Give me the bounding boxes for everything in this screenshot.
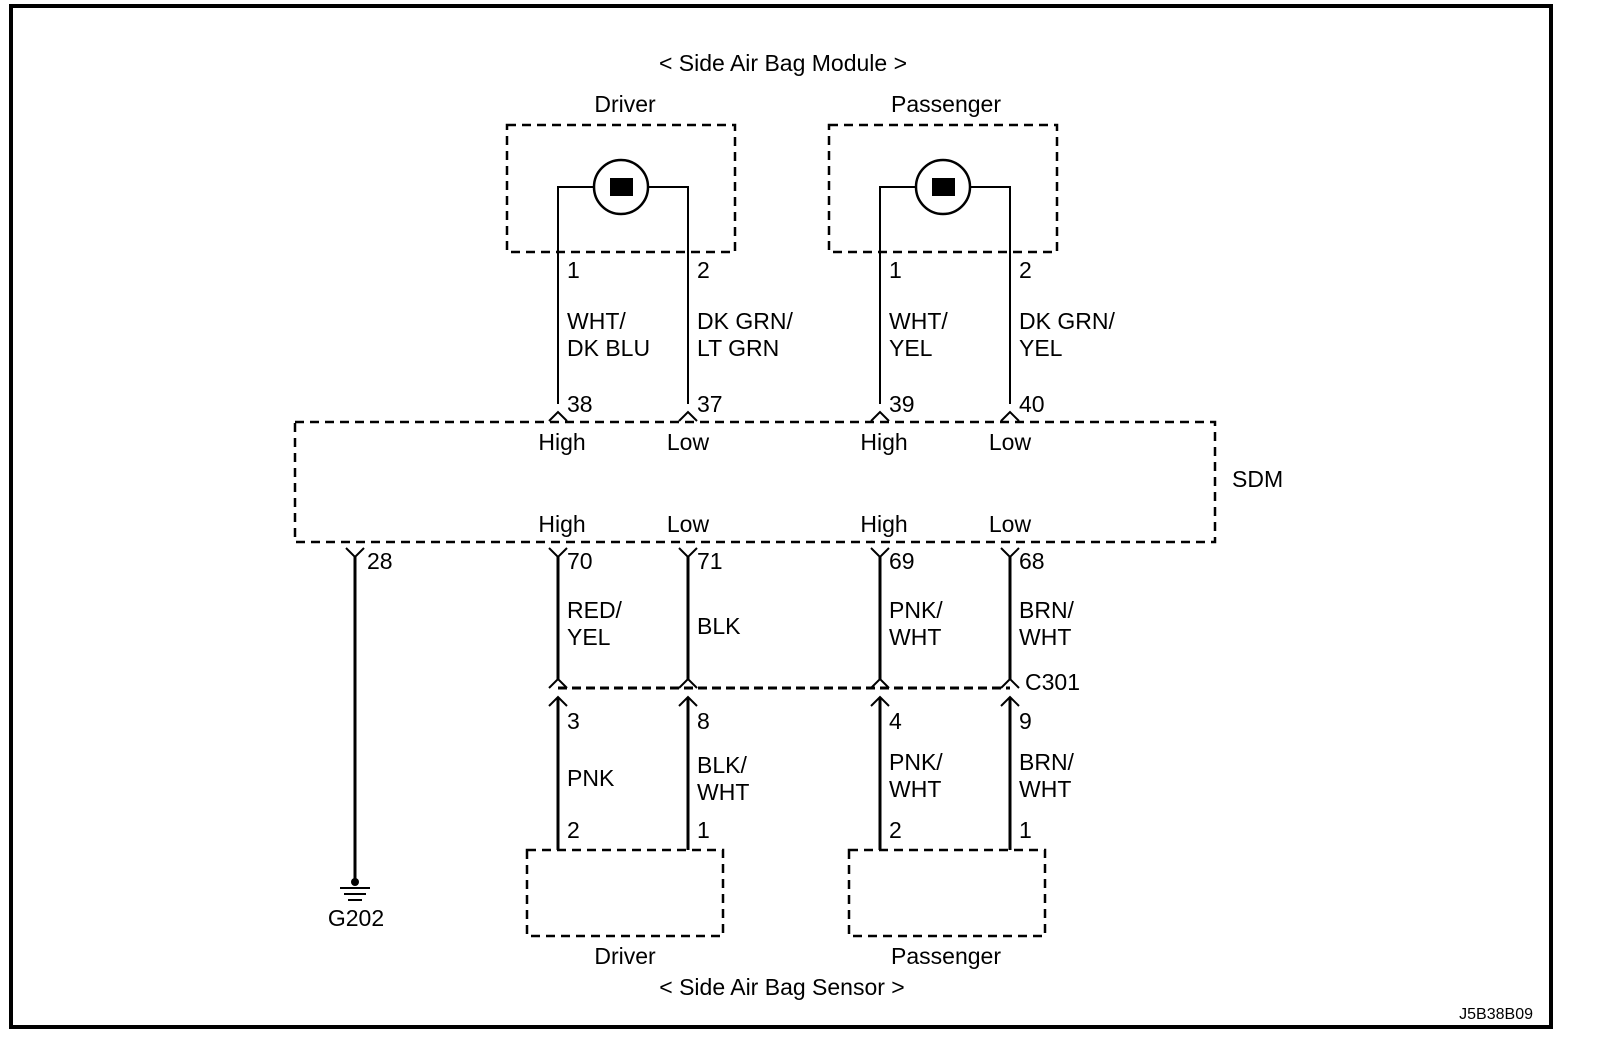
sensor-passenger-label: Passenger bbox=[891, 943, 1001, 969]
svg-text:WHT/: WHT/ bbox=[567, 308, 626, 334]
svg-text:2: 2 bbox=[889, 817, 902, 843]
svg-text:1: 1 bbox=[697, 817, 710, 843]
svg-text:3: 3 bbox=[567, 708, 580, 734]
svg-text:WHT: WHT bbox=[1019, 624, 1071, 650]
svg-text:WHT/: WHT/ bbox=[889, 308, 948, 334]
ground-label: G202 bbox=[328, 905, 384, 931]
svg-text:8: 8 bbox=[697, 708, 710, 734]
svg-text:70: 70 bbox=[567, 548, 593, 574]
diagram-border bbox=[9, 4, 1553, 1029]
svg-text:YEL: YEL bbox=[567, 624, 611, 650]
svg-text:9: 9 bbox=[1019, 708, 1032, 734]
svg-text:1: 1 bbox=[889, 257, 902, 283]
lower-wires-sdm-side bbox=[556, 557, 1012, 680]
sdm-bottom-term-3: High bbox=[860, 511, 907, 537]
svg-text:1: 1 bbox=[1019, 817, 1032, 843]
svg-text:71: 71 bbox=[697, 548, 723, 574]
module-title: < Side Air Bag Module > bbox=[659, 50, 907, 76]
svg-text:PNK/: PNK/ bbox=[889, 597, 943, 623]
upper-wire-driver-high: 1 WHT/ DK BLU 38 bbox=[567, 257, 650, 417]
passenger-sensor-box bbox=[847, 848, 1047, 938]
module-passenger-label: Passenger bbox=[891, 91, 1001, 117]
svg-text:4: 4 bbox=[889, 708, 902, 734]
svg-text:WHT: WHT bbox=[889, 776, 941, 802]
svg-text:BLK: BLK bbox=[697, 613, 741, 639]
svg-text:BRN/: BRN/ bbox=[1019, 749, 1075, 775]
sdm-bottom-term-1: High bbox=[538, 511, 585, 537]
upper-wire-passenger-high: 1 WHT/ YEL 39 bbox=[889, 257, 948, 417]
svg-text:2: 2 bbox=[697, 257, 710, 283]
lower-wires-sensor-side bbox=[556, 697, 1012, 850]
svg-text:38: 38 bbox=[567, 391, 593, 417]
c301-connector bbox=[548, 677, 1020, 707]
svg-text:37: 37 bbox=[697, 391, 723, 417]
sdm-bottom-term-4: Low bbox=[989, 511, 1032, 537]
svg-text:69: 69 bbox=[889, 548, 915, 574]
ground-sdm-pin: 28 bbox=[367, 548, 393, 574]
sensor-title: < Side Air Bag Sensor > bbox=[659, 974, 905, 1000]
module-driver-label: Driver bbox=[594, 91, 656, 117]
sdm-top-term-2: Low bbox=[667, 429, 710, 455]
sdm-box bbox=[293, 420, 1217, 544]
lower-wire-passenger-high: 69 PNK/ WHT 4 PNK/ WHT 2 bbox=[889, 548, 943, 843]
svg-text:2: 2 bbox=[567, 817, 580, 843]
svg-text:LT GRN: LT GRN bbox=[697, 335, 779, 361]
sdm-bottom-term-2: Low bbox=[667, 511, 710, 537]
passenger-squib-icon bbox=[879, 158, 1011, 404]
sdm-top-term-4: Low bbox=[989, 429, 1032, 455]
svg-text:DK GRN/: DK GRN/ bbox=[1019, 308, 1115, 334]
svg-text:PNK/: PNK/ bbox=[889, 749, 943, 775]
svg-text:PNK: PNK bbox=[567, 765, 615, 791]
svg-text:68: 68 bbox=[1019, 548, 1045, 574]
svg-text:DK BLU: DK BLU bbox=[567, 335, 650, 361]
svg-text:2: 2 bbox=[1019, 257, 1032, 283]
svg-text:YEL: YEL bbox=[1019, 335, 1063, 361]
svg-text:BLK/: BLK/ bbox=[697, 752, 747, 778]
sdm-top-pin-icons bbox=[548, 410, 1020, 422]
svg-text:YEL: YEL bbox=[889, 335, 933, 361]
sdm-bottom-pin-icons bbox=[345, 547, 1020, 559]
svg-text:WHT: WHT bbox=[889, 624, 941, 650]
figure-id: J5B38B09 bbox=[1459, 1006, 1533, 1023]
svg-text:BRN/: BRN/ bbox=[1019, 597, 1075, 623]
lower-wire-driver-low: 71 BLK 8 BLK/ WHT 1 bbox=[697, 548, 749, 843]
sensor-driver-label: Driver bbox=[594, 943, 656, 969]
passenger-module-box bbox=[827, 123, 1059, 254]
lower-wire-passenger-low: 68 BRN/ WHT 9 BRN/ WHT 1 bbox=[1019, 548, 1075, 843]
sdm-label: SDM bbox=[1232, 466, 1283, 492]
svg-text:DK GRN/: DK GRN/ bbox=[697, 308, 793, 334]
svg-text:1: 1 bbox=[567, 257, 580, 283]
sdm-top-term-1: High bbox=[538, 429, 585, 455]
svg-text:40: 40 bbox=[1019, 391, 1045, 417]
driver-module-box bbox=[505, 123, 737, 254]
svg-text:WHT: WHT bbox=[697, 779, 749, 805]
upper-wire-passenger-low: 2 DK GRN/ YEL 40 bbox=[1019, 257, 1115, 417]
upper-wire-driver-low: 2 DK GRN/ LT GRN 37 bbox=[697, 257, 793, 417]
ground-wire bbox=[340, 557, 370, 901]
svg-text:WHT: WHT bbox=[1019, 776, 1071, 802]
sdm-top-term-3: High bbox=[860, 429, 907, 455]
c301-label: C301 bbox=[1025, 669, 1080, 695]
svg-text:39: 39 bbox=[889, 391, 915, 417]
driver-squib-icon bbox=[557, 158, 689, 404]
svg-text:RED/: RED/ bbox=[567, 597, 623, 623]
lower-wire-driver-high: 70 RED/ YEL 3 PNK 2 bbox=[567, 548, 623, 843]
driver-sensor-box bbox=[525, 848, 725, 938]
